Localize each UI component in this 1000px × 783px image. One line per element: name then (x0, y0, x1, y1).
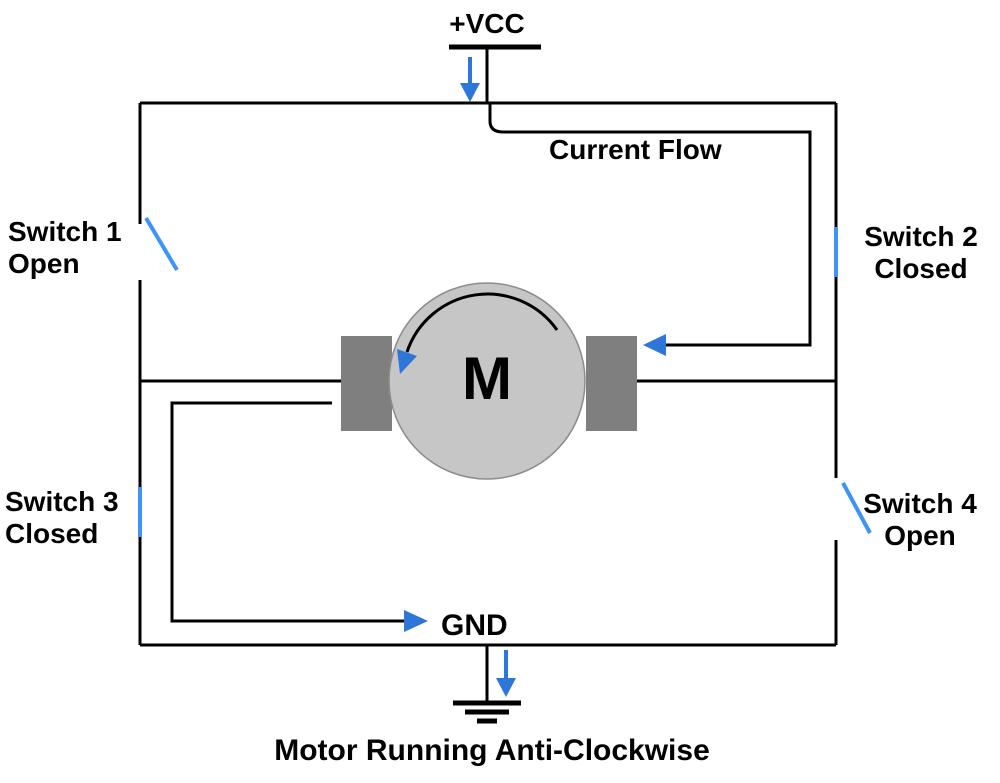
gnd-current-arrow-head (496, 678, 516, 697)
switch-4-open-blade (841, 482, 872, 534)
return-arrow-head (404, 610, 428, 632)
switch-2-label: Switch 2 Closed (860, 221, 982, 285)
vcc-current-arrow-head (460, 83, 480, 102)
switch-1-state: Open (8, 248, 80, 280)
switch-4-name: Switch 4 (863, 488, 977, 519)
current-flow-label: Current Flow (549, 134, 722, 165)
switch-1-label: Switch 1 Open (8, 216, 122, 280)
switch-3-label: Switch 3 Closed (5, 486, 119, 550)
diagram-title: Motor Running Anti-Clockwise (274, 734, 710, 767)
switch-4-state: Open (884, 520, 956, 552)
motor-label: M (462, 345, 512, 412)
current-flow-wire (488, 103, 812, 347)
vcc-label: +VCC (449, 8, 525, 39)
current-flow-arrow-head (643, 334, 666, 356)
switch-3-name: Switch 3 (5, 486, 119, 517)
motor-body (388, 282, 586, 480)
motor-brush-right (586, 336, 637, 431)
return-wire (170, 401, 405, 623)
switch-2-name: Switch 2 (864, 221, 978, 252)
switch-1-open-blade (144, 216, 179, 272)
switch-2-state: Closed (874, 253, 968, 285)
switch-3-state: Closed (5, 518, 99, 550)
switch-1-name: Switch 1 (8, 216, 122, 247)
rotation-arrow-arc (405, 292, 559, 353)
switch-4-label: Switch 4 Open (860, 488, 980, 552)
motor-brush-left (341, 336, 392, 431)
gnd-label: GND (441, 609, 508, 642)
rotation-arrow-head (397, 349, 417, 374)
